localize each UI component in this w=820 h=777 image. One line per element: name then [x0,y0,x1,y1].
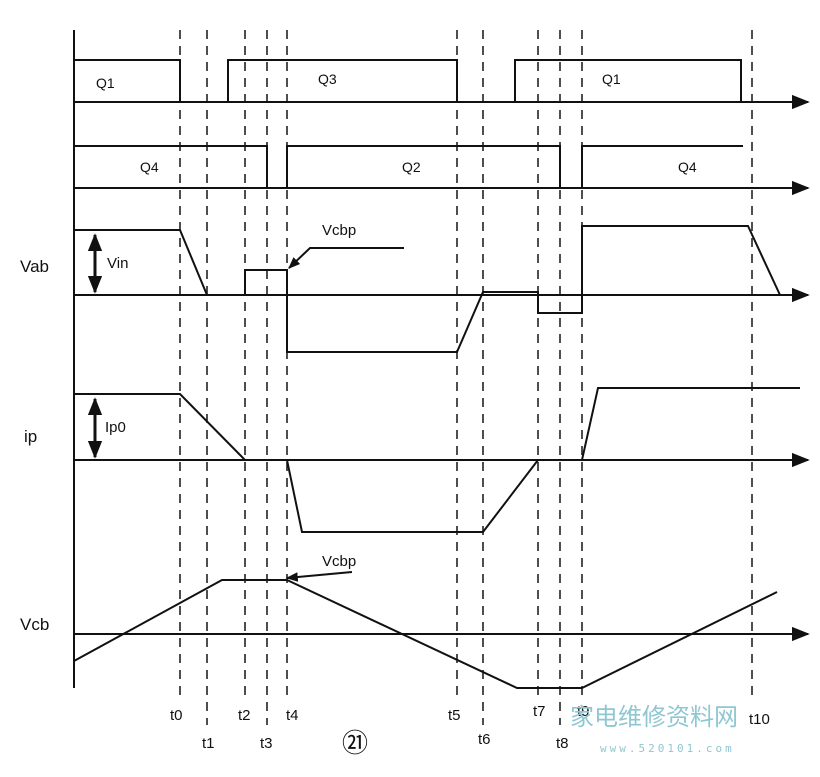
waveform-vab [74,225,781,353]
label-vcbp-vcb: Vcbp [322,553,356,570]
label-t2: t2 [238,707,251,724]
label-q1-second: Q1 [602,71,621,87]
label-q4-first: Q4 [140,159,159,175]
watermark: 家电维修资料网 www.520101.com [570,703,738,755]
waveform-q1-q3 [74,59,742,103]
label-t4: t4 [286,707,299,724]
row-ip: ip Ip0 [24,387,810,533]
time-guide-lines [179,30,753,725]
waveform-ip [74,387,800,533]
label-t7: t7 [533,703,546,720]
label-q2: Q2 [402,159,421,175]
watermark-url: www.520101.com [600,742,735,755]
label-q3: Q3 [318,71,337,87]
label-vcb: Vcb [20,615,49,634]
time-labels: t0 t1 t2 t3 t4 t5 t6 t7 t8 t9 t10 [170,703,770,752]
label-ip0: Ip0 [105,419,126,436]
label-t10: t10 [749,711,770,728]
label-q1-first: Q1 [96,75,115,91]
vcbp-pointer-vcb [285,571,353,582]
label-t3: t3 [260,735,273,752]
watermark-text: 家电维修资料网 [570,703,738,731]
label-q4-second: Q4 [678,159,697,175]
label-vin: Vin [107,255,128,272]
figure-number: ㉑ [342,729,368,758]
row-q4-q2: Q4 Q2 Q4 [74,145,810,196]
row-q1-q3: Q1 Q3 Q1 [74,59,810,110]
waveform-q4-q2 [74,145,743,189]
label-t8: t8 [556,735,569,752]
label-ip: ip [24,427,37,446]
label-vab: Vab [20,257,49,276]
label-t6: t6 [478,731,491,748]
vcbp-pointer-vab [288,247,404,269]
row-vcb: Vcb Vcbp [20,553,810,689]
label-t0: t0 [170,707,183,724]
label-t1: t1 [202,735,215,752]
waveform-vcb [73,579,778,689]
row-vab: Vab Vin Vcbp [20,222,810,353]
label-t5: t5 [448,707,461,724]
label-t9: t9 [577,703,590,720]
label-vcbp-vab: Vcbp [322,222,356,239]
